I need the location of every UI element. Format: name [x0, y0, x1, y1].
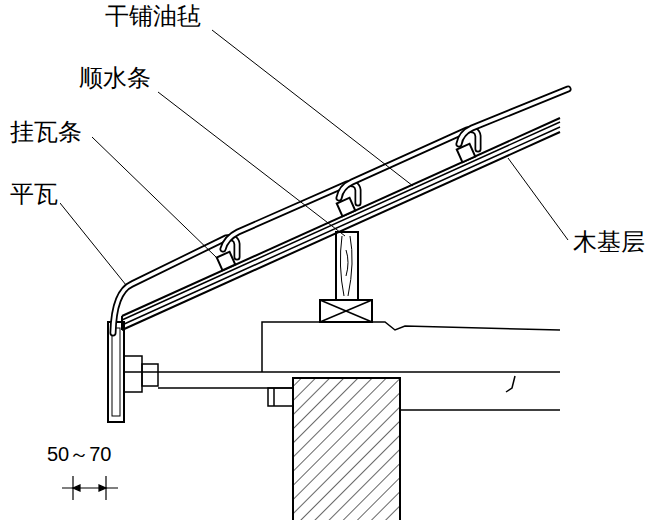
wood-base-layer	[122, 127, 560, 325]
nail	[506, 376, 515, 392]
part-label: 木基层	[571, 228, 647, 256]
block	[142, 364, 158, 386]
counter-batten	[336, 232, 358, 300]
wood-base-layer	[122, 132, 560, 330]
part-label: 挂瓦条	[8, 118, 84, 146]
fascia-board	[108, 322, 124, 422]
leader-lines	[60, 30, 568, 285]
wood-grain	[340, 236, 352, 296]
block	[124, 356, 142, 392]
part-label: 平瓦	[8, 180, 60, 208]
soffit-line	[124, 371, 560, 373]
block	[273, 388, 275, 406]
tile-batten	[217, 252, 235, 270]
rafter-section	[320, 300, 372, 322]
rafter-section	[320, 300, 372, 322]
dimension-mark	[62, 476, 118, 500]
ceiling-line	[400, 409, 560, 411]
flat-tiles	[113, 89, 568, 333]
block	[268, 388, 293, 406]
part-label: 顺水条	[77, 64, 153, 92]
felt-layer	[122, 122, 560, 320]
dimension-label: 50～70	[45, 442, 114, 466]
layer-end	[121, 316, 123, 330]
fascia-board	[112, 328, 120, 416]
beam-outline	[262, 322, 560, 372]
part-label: 干铺油毡	[103, 2, 203, 30]
wall	[293, 378, 400, 520]
felt-layer	[122, 118, 560, 316]
rafter-section	[320, 300, 372, 322]
